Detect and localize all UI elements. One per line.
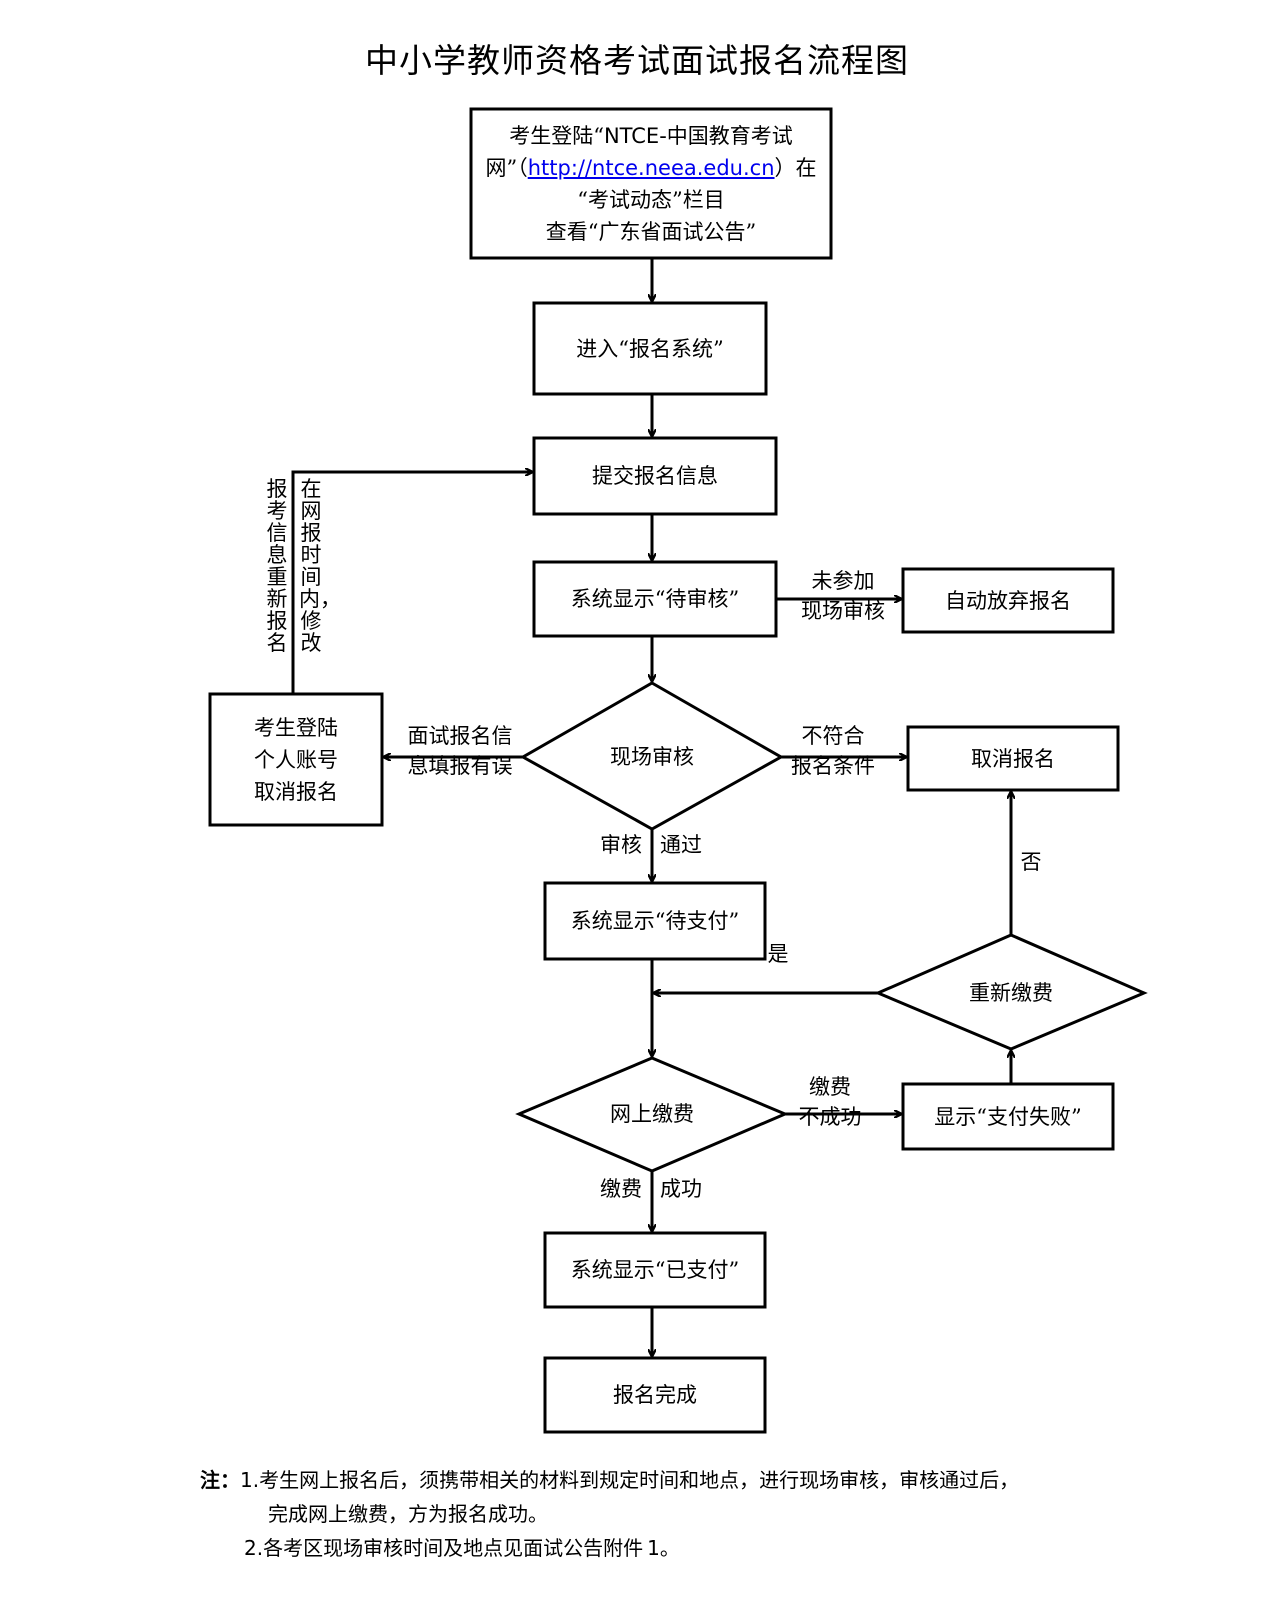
cancel-left-line-1: 考生登陆 — [254, 715, 338, 740]
label-info-error-2: 息填报有误 — [407, 754, 513, 778]
label-not-attend-1: 未参加 — [811, 569, 875, 593]
label-info-error: 面试报名信 息填报有误 — [400, 721, 520, 781]
paid-box — [543, 1231, 767, 1309]
paid-node: 系统显示“已支付” — [570, 1258, 740, 1282]
auto-abandon-box — [901, 567, 1115, 634]
label-review-pass-right: 通过 — [660, 833, 702, 857]
note-2-end: 1。 — [647, 1536, 680, 1560]
start-line-3: “考试动态”栏目 — [577, 187, 725, 212]
pending-review-node: 系统显示“待审核” — [570, 587, 740, 611]
ntce-link[interactable]: http://ntce.neea.edu.cn — [527, 155, 775, 180]
label-not-qualified: 不符合 报名条件 — [778, 721, 888, 781]
submit-box — [532, 436, 778, 516]
start-line-1a: 考生登陆“ — [509, 123, 604, 148]
start-line-1: 考生登陆“NTCE-中国教育考试 — [485, 120, 816, 152]
pending-pay-box — [543, 881, 767, 961]
cancel-left-line-2: 个人账号 — [254, 747, 338, 772]
start-node: 考生登陆“NTCE-中国教育考试 网”（http://ntce.neea.edu… — [471, 109, 831, 258]
label-no: 否 — [1020, 850, 1042, 874]
done-node: 报名完成 — [613, 1383, 697, 1407]
label-pay-success-right: 成功 — [660, 1177, 702, 1201]
label-not-qualified-2: 报名条件 — [791, 754, 875, 778]
cancel-right-node: 取消报名 — [971, 746, 1055, 771]
label-review-pass-left: 审核 — [600, 833, 642, 857]
label-pay-fail: 缴费 不成功 — [790, 1072, 870, 1132]
onsite-review-node: 现场审核 — [610, 745, 694, 769]
start-line-1b: NTCE- — [603, 123, 667, 148]
pay-failed-node: 显示“支付失败” — [934, 1104, 1082, 1129]
cancel-right-box — [906, 725, 1120, 792]
label-modify-vertical-left: 报考信息重新报名 — [266, 477, 288, 655]
enter-node: 进入“报名系统” — [576, 336, 724, 361]
submit-node: 提交报名信息 — [592, 464, 718, 488]
note-1-continued: 完成网上缴费，方为报名成功。 — [268, 1502, 548, 1526]
note-2-text: 各考区现场审核时间及地点见面试公告附件 — [263, 1536, 644, 1560]
start-line-2: 网”（http://ntce.neea.edu.cn）在 — [485, 152, 816, 184]
page-title: 中小学教师资格考试面试报名流程图 — [365, 41, 909, 80]
label-info-error-1: 面试报名信 — [407, 724, 513, 748]
label-yes: 是 — [767, 942, 789, 966]
cancel-left-box — [208, 692, 384, 827]
start-line-4: 查看“广东省面试公告” — [545, 219, 757, 244]
label-modify-vertical-right: 在网报时间内，修改 — [299, 477, 341, 655]
note-prefix: 注： — [200, 1468, 240, 1492]
note-row-1: 注：1.考生网上报名后，须携带相关的材料到规定时间和地点，进行现场审核，审核通过… — [200, 1463, 1019, 1497]
cancel-left-node: 考生登陆 个人账号 取消报名 — [210, 694, 382, 825]
done-box — [543, 1356, 767, 1434]
note-1-text: 考生网上报名后，须携带相关的材料到规定时间和地点，进行现场审核，审核通过后， — [259, 1468, 1020, 1492]
notes-block: 注：1.考生网上报名后，须携带相关的材料到规定时间和地点，进行现场审核，审核通过… — [200, 1463, 1019, 1565]
online-pay-node: 网上缴费 — [610, 1102, 694, 1126]
repay-node: 重新缴费 — [969, 981, 1053, 1005]
repay-diamond — [874, 933, 1148, 1051]
pending-pay-node: 系统显示“待支付” — [570, 909, 740, 933]
label-pay-success-left: 缴费 — [600, 1177, 642, 1201]
start-line-2c: ）在 — [774, 155, 817, 180]
label-pay-fail-1: 缴费 — [809, 1075, 851, 1099]
start-line-2a: 网”（ — [485, 155, 528, 180]
auto-abandon-node: 自动放弃报名 — [945, 588, 1071, 613]
enter-box — [532, 301, 768, 396]
label-pay-fail-2: 不成功 — [798, 1105, 862, 1129]
note-row-2: 完成网上缴费，方为报名成功。 — [200, 1497, 1019, 1531]
label-not-qualified-1: 不符合 — [801, 724, 865, 748]
cancel-left-line-3: 取消报名 — [254, 779, 338, 804]
label-not-attend-2: 现场审核 — [801, 599, 885, 623]
note-2-number: 2. — [244, 1536, 264, 1560]
note-1-number: 1. — [240, 1468, 260, 1492]
arrow-cancel-left-to-submit — [291, 472, 532, 694]
start-line-1c: 中国教育考试 — [666, 123, 793, 148]
label-not-attend: 未参加 现场审核 — [788, 566, 898, 626]
pay-failed-box — [901, 1082, 1115, 1151]
